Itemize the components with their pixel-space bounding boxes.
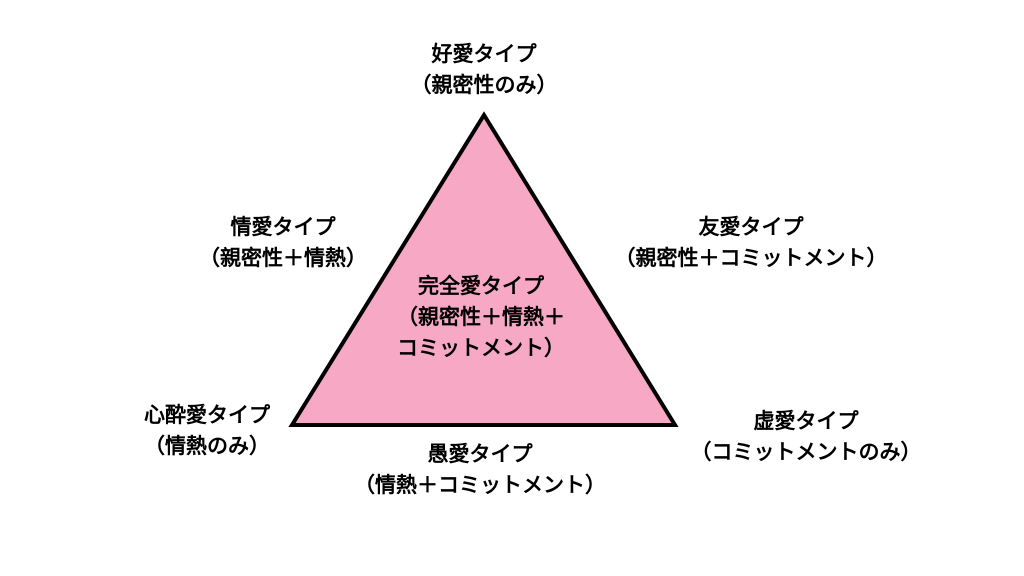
label-subtitle-line-2: コミットメント） <box>397 335 565 360</box>
label-title: 完全愛タイプ <box>418 273 544 298</box>
label-title: 愚愛タイプ <box>427 441 533 466</box>
label-title: 虚愛タイプ <box>753 408 859 433</box>
label-subtitle: （情熱のみ） <box>144 433 270 458</box>
label-subtitle: （親密性＋コミットメント） <box>614 245 888 270</box>
label-subtitle: （情熱＋コミットメント） <box>354 472 606 497</box>
label-top-intimacy-only: 好愛タイプ （親密性のみ） <box>411 38 558 100</box>
label-bottom-right-commitment-only: 虚愛タイプ （コミットメントのみ） <box>691 405 922 467</box>
label-left-intimacy-passion: 情愛タイプ （親密性＋情熱） <box>199 211 367 273</box>
label-title: 情愛タイプ <box>230 214 336 239</box>
label-subtitle: （親密性のみ） <box>410 72 558 97</box>
label-title: 心酔愛タイプ <box>144 402 270 427</box>
love-triangle <box>288 111 679 427</box>
label-title: 好愛タイプ <box>431 41 537 66</box>
label-title: 友愛タイプ <box>698 214 804 239</box>
label-subtitle: （親密性＋情熱） <box>199 245 367 270</box>
label-subtitle: （コミットメントのみ） <box>690 439 922 464</box>
label-subtitle-line-1: （親密性＋情熱＋ <box>397 304 565 329</box>
label-right-intimacy-commitment: 友愛タイプ （親密性＋コミットメント） <box>615 211 888 273</box>
label-bottom-left-passion-only: 心酔愛タイプ （情熱のみ） <box>144 399 270 461</box>
label-bottom-passion-commitment: 愚愛タイプ （情熱＋コミットメント） <box>354 438 606 500</box>
label-center-consummate: 完全愛タイプ （親密性＋情熱＋ コミットメント） <box>397 270 565 363</box>
